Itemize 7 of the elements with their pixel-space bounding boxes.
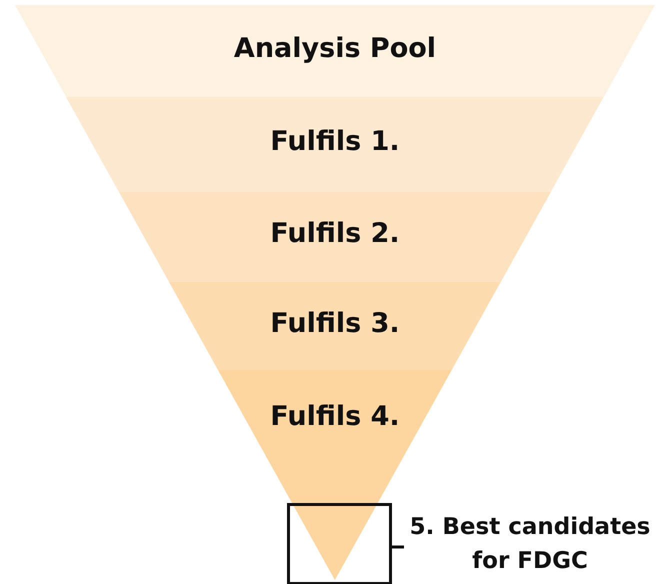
band-label: Fulfils 2.	[270, 218, 400, 249]
leader-line	[392, 546, 404, 548]
band-label: Analysis Pool	[234, 33, 436, 64]
band-label: Fulfils 3.	[270, 308, 400, 339]
band-label: Fulfils 1.	[270, 126, 400, 157]
band-label: Fulfils 4.	[270, 401, 400, 432]
callout-text: 5. Best candidates for FDGC	[408, 513, 652, 576]
